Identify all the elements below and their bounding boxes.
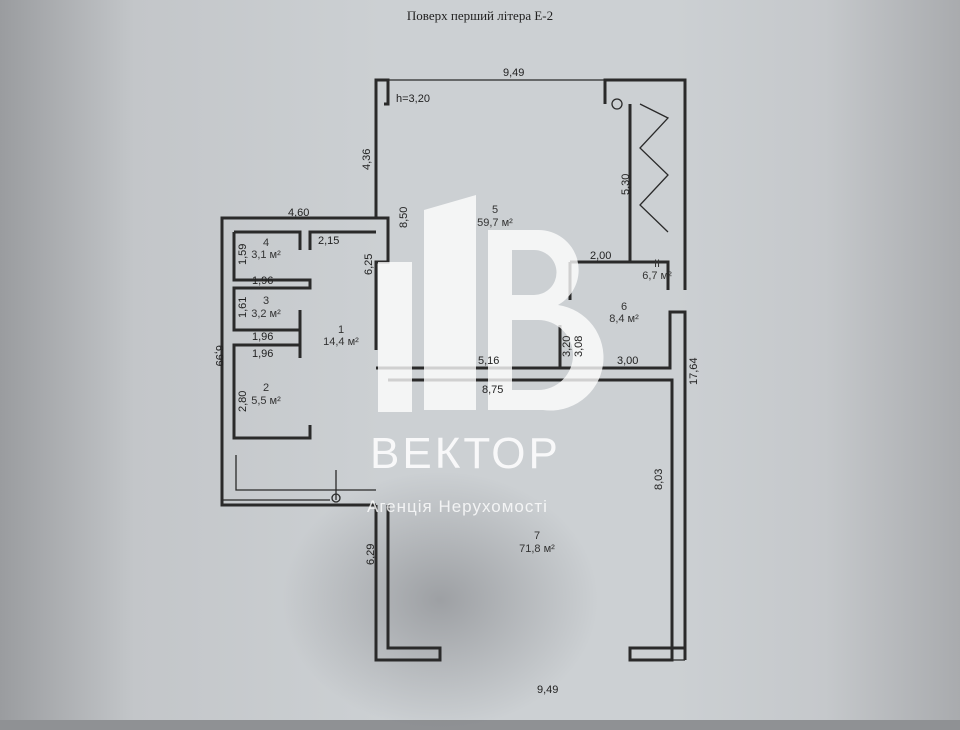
dim-8-50: 8,50 [398,207,410,228]
plan-title: Поверх перший літера Е-2 [406,8,554,23]
room-3-area: 3,2 м² [251,308,281,320]
room-II-number: II [654,258,660,270]
room-5-number: 5 [492,204,498,216]
dim-17-64: 17,64 [688,357,700,385]
room-2-number: 2 [263,382,269,394]
dim-5-30: 5,30 [620,174,632,195]
watermark-brand: ВЕКТОР [370,429,561,478]
dim-2-15: 2,15 [318,235,339,247]
dim-3-20: 3,20 [561,336,573,357]
dim-4-36: 4,36 [361,149,373,170]
dim-5-16: 5,16 [478,355,499,367]
room-5-area: 59,7 м² [477,217,513,229]
room-3-number: 3 [263,295,269,307]
dim-6-29: 6,29 [365,544,377,565]
room-6-area: 8,4 м² [609,313,639,325]
dim-bottom: 9,49 [537,684,558,696]
room-7-number: 7 [534,530,540,542]
walls [220,78,687,662]
room-4-number: 4 [263,237,269,249]
room-4-area: 3,1 м² [251,249,281,261]
shadow [280,470,600,730]
dim-3-00: 3,00 [617,355,638,367]
watermark-subtitle: Агенція Нерухомості [367,497,548,516]
room-1-area: 14,4 м² [323,336,359,348]
dim-8-03: 8,03 [653,469,665,490]
dim-2-00: 2,00 [590,250,611,262]
room-1-number: 1 [338,324,344,336]
room-II-area: 6,7 м² [642,270,672,282]
room-6-number: 6 [621,301,627,313]
dim-4-60: 4,60 [288,207,309,219]
dim-1-59: 1,59 [237,244,249,265]
watermark-logo: ВЕКТОР Агенція Нерухомості [367,195,604,516]
room-2-area: 5,5 м² [251,395,281,407]
dim-8-75: 8,75 [482,384,503,396]
dim-6-25: 6,25 [363,254,375,275]
dim-1-96c: 1,96 [252,348,273,360]
dimensions: h=3,20 9,49 9,49 4,60 2,15 1,96 1,96 1,9… [213,67,700,696]
room-labels: 1 14,4 м² 2 5,5 м² 3 3,2 м² 4 3,1 м² 5 5… [251,204,672,555]
dim-1-61: 1,61 [237,297,249,318]
dim-1-96b: 1,96 [252,331,273,343]
dim-3-08: 3,08 [573,336,585,357]
dim-top: 9,49 [503,67,524,79]
height-label: h=3,20 [396,93,430,105]
dim-6-99: 6,99 [213,345,225,366]
room-7-area: 71,8 м² [519,543,555,555]
dim-2-80: 2,80 [237,391,249,412]
dim-1-96a: 1,96 [252,275,273,287]
